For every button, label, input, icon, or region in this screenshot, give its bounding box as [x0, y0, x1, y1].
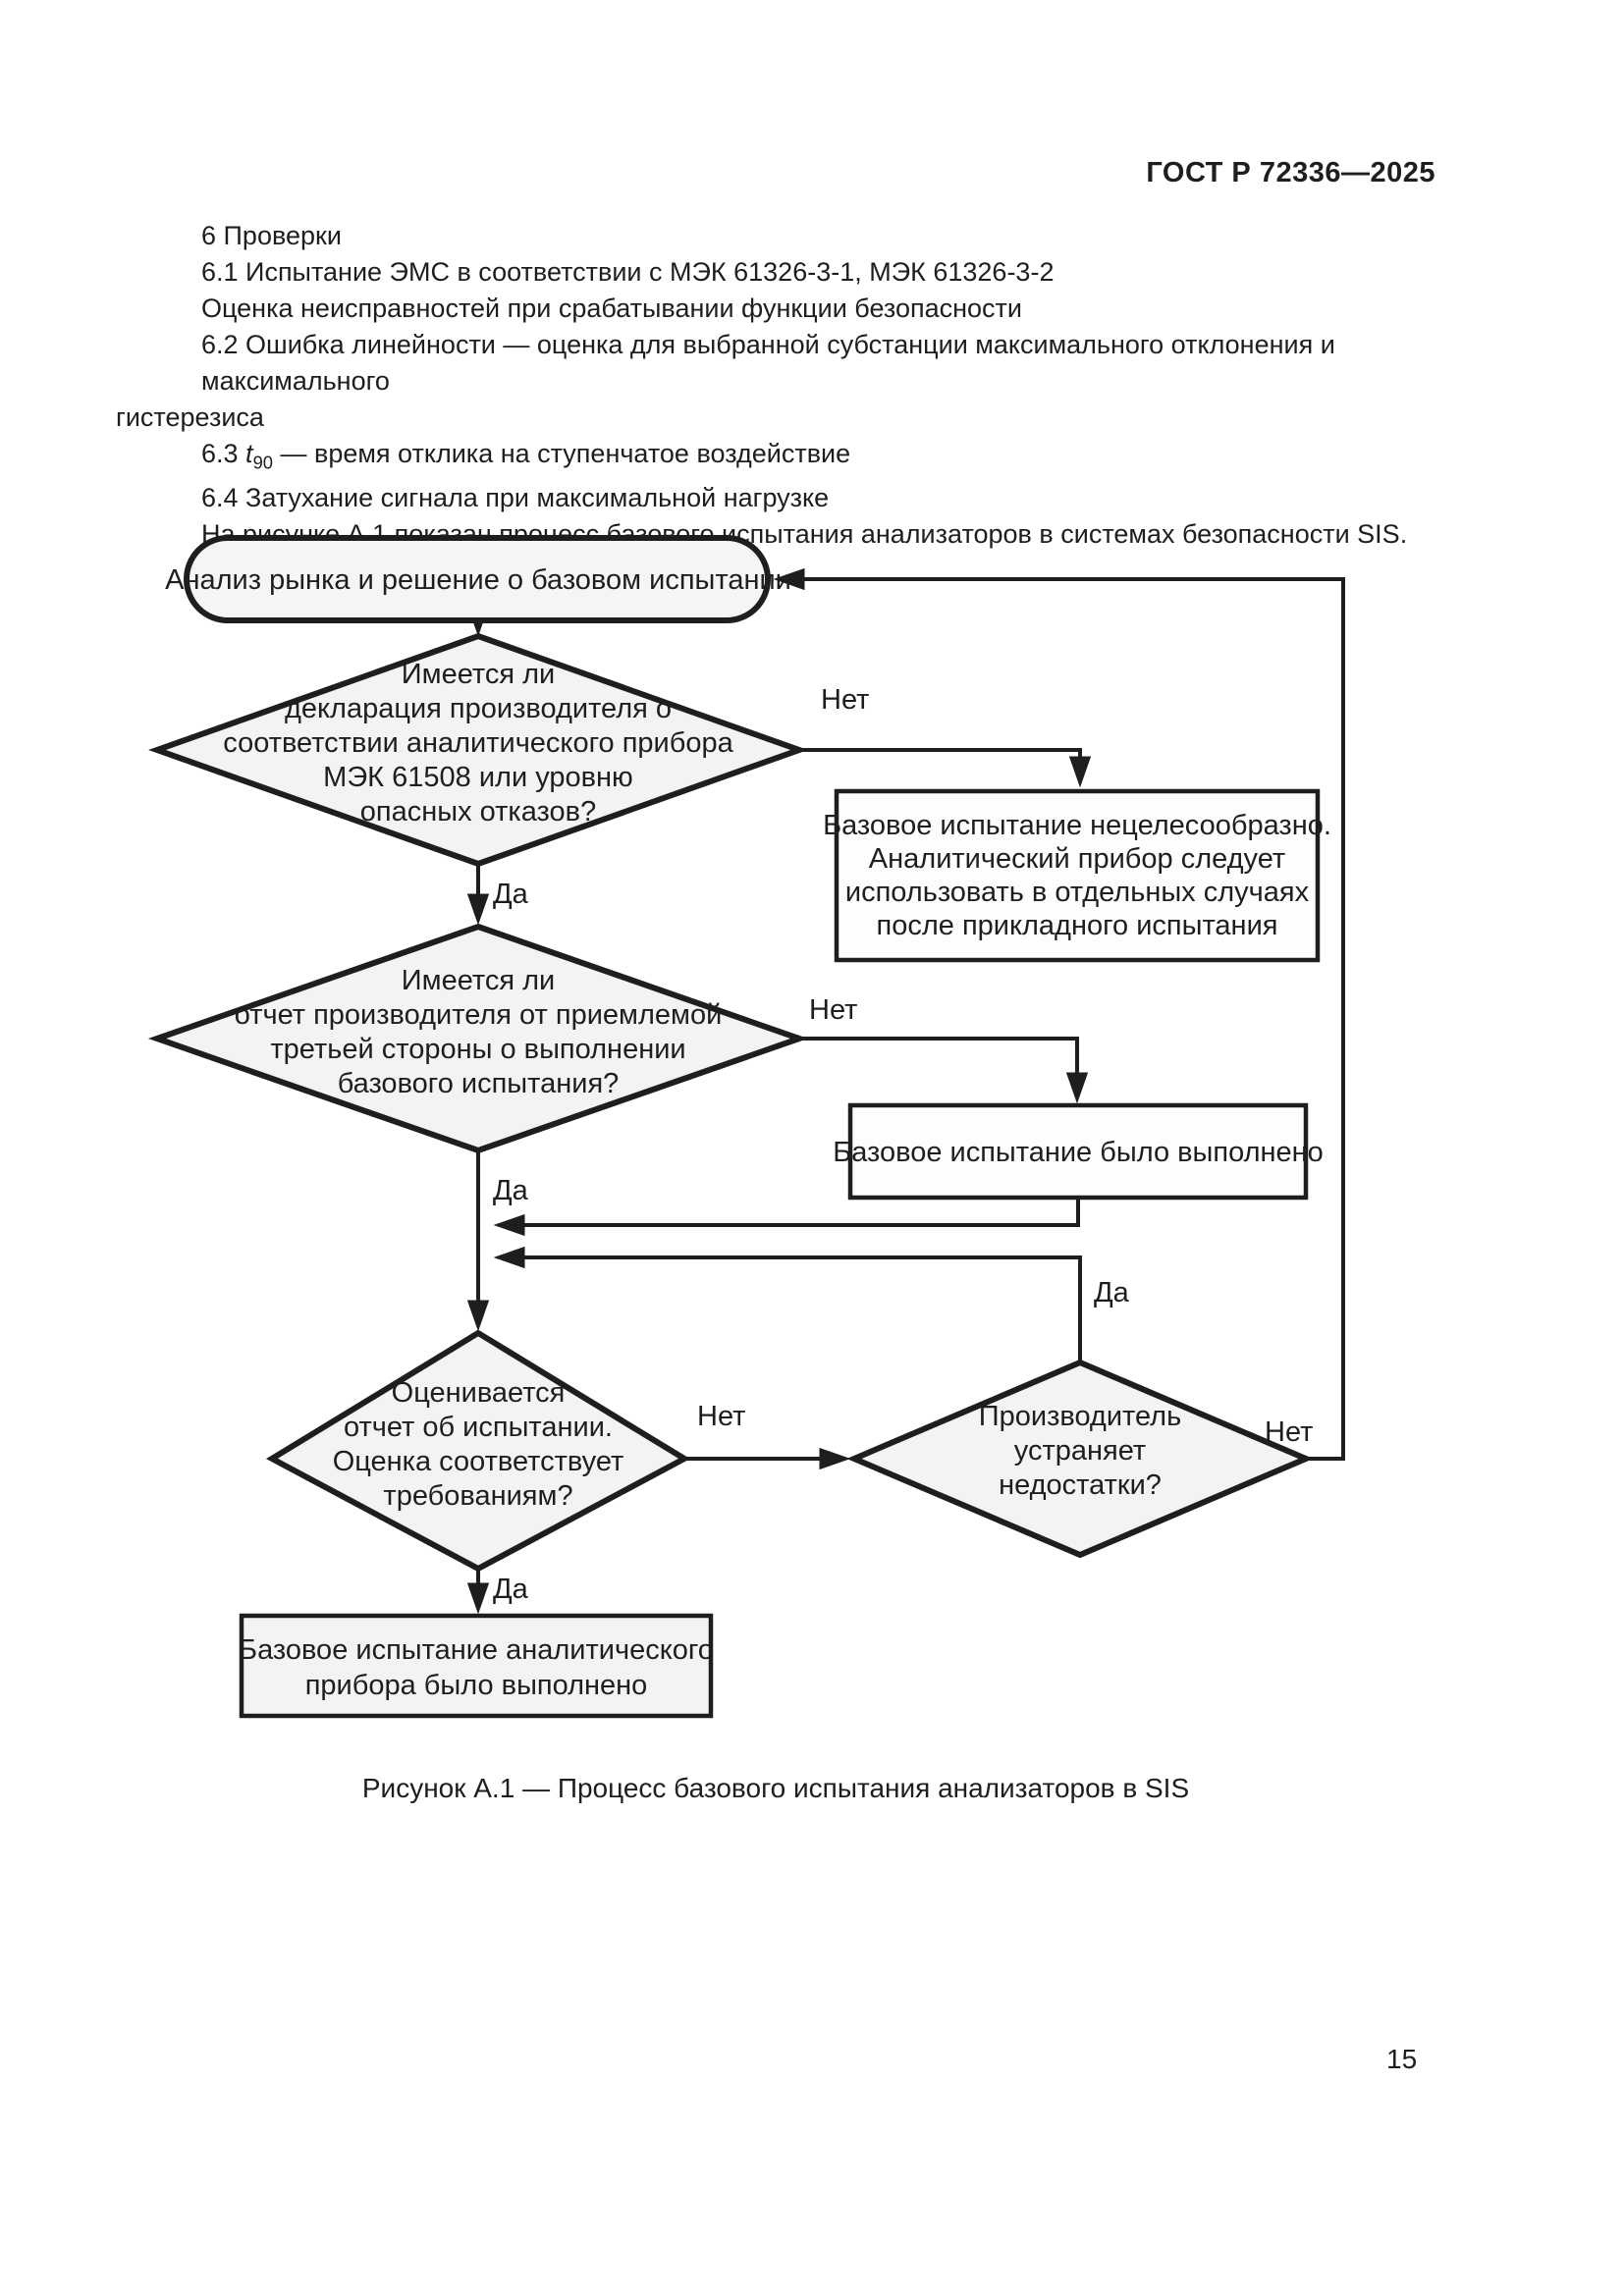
svg-text:отчет производителя от приемле: отчет производителя от приемлемой [235, 999, 723, 1031]
connector-d4-no-feedback [773, 567, 1345, 1461]
page-header: ГОСТ Р 72336—2025 [1146, 157, 1435, 188]
connector-d4-yes-to-axis [493, 1246, 1082, 1361]
svg-text:прибора было выполнено: прибора было выполнено [305, 1670, 648, 1701]
svg-text:Имеется ли: Имеется ли [402, 659, 555, 690]
box-not-expedient: Базовое испытание нецелесообразно. Анали… [823, 788, 1331, 963]
label-no-3: Нет [697, 1401, 745, 1432]
svg-text:Оценивается: Оценивается [392, 1377, 566, 1409]
text-line-t90: 6.3 t90 — время отклика на ступенчатое в… [116, 436, 1490, 480]
connector-d2-no-to-box2 [799, 1037, 1089, 1104]
t90-variable: t [245, 439, 253, 468]
svg-text:опасных отказов?: опасных отказов? [360, 796, 596, 828]
svg-text:использовать в отдельных случа: использовать в отдельных случаях [845, 877, 1310, 908]
svg-text:соответствии аналитического пр: соответствии аналитического прибора [223, 727, 733, 759]
box-test-was-performed: Базовое испытание было выполнено [833, 1102, 1324, 1201]
text-line: 6 Проверки [201, 221, 342, 250]
svg-text:Базовое испытание было выполне: Базовое испытание было выполнено [833, 1137, 1324, 1168]
svg-text:третьей стороны о выполнении: третьей стороны о выполнении [270, 1034, 685, 1065]
svg-text:Базовое испытание аналитическо: Базовое испытание аналитического [239, 1634, 714, 1666]
svg-text:устраняет: устраняет [1014, 1435, 1146, 1467]
t90-prefix: 6.3 [201, 439, 246, 468]
page-number: 15 [1386, 2044, 1418, 2074]
label-yes-3: Да [493, 1574, 529, 1605]
svg-text:недостатки?: недостатки? [999, 1469, 1162, 1501]
svg-text:Базовое испытание нецелесообра: Базовое испытание нецелесообразно. [823, 810, 1331, 841]
start-terminator: Анализ рынка и решение о базовом испытан… [165, 535, 791, 623]
section-text: 6 Проверки 6.1 Испытание ЭМС в соответст… [116, 218, 1490, 553]
svg-text:Аналитический прибор следует: Аналитический прибор следует [869, 843, 1285, 875]
decision-declaration: Имеется ли декларация производителя о со… [148, 632, 808, 868]
svg-text:Имеется ли: Имеется ли [402, 965, 555, 996]
text-line: 6.1 Испытание ЭМС в соответствии с МЭК 6… [201, 257, 1055, 287]
label-yes-2: Да [493, 1175, 529, 1206]
connector-d1-no-to-box1 [799, 748, 1092, 788]
svg-text:базового испытания?: базового испытания? [338, 1068, 620, 1099]
label-no-2: Нет [809, 994, 857, 1026]
t90-rest: — время отклика на ступенчатое воздейств… [272, 439, 851, 468]
label-no-1: Нет [821, 684, 869, 716]
t90-subscript: 90 [252, 452, 273, 473]
text-line: Оценка неисправностей при срабатывании ф… [201, 294, 1022, 323]
svg-text:после прикладного испытания: после прикладного испытания [877, 910, 1278, 941]
svg-text:требованиям?: требованиям? [383, 1480, 572, 1512]
figure-caption: Рисунок А.1 — Процесс базового испытания… [361, 1773, 1190, 1803]
box-analyzer-test-performed: Базовое испытание аналитического прибора… [239, 1613, 714, 1719]
svg-text:МЭК 61508 или уровню: МЭК 61508 или уровню [323, 762, 633, 793]
decision-manufacturer-fixes: Производитель устраняет недостатки? [846, 1359, 1314, 1559]
svg-text:отчет об испытании.: отчет об испытании. [344, 1412, 613, 1443]
connector-box2-to-axis [493, 1198, 1080, 1237]
decision-third-party-report: Имеется ли отчет производителя от приемл… [147, 923, 809, 1154]
start-terminator-label: Анализ рынка и решение о базовом испытан… [165, 564, 791, 596]
text-line: 6.2 Ошибка линейности — оценка для выбра… [201, 330, 1335, 396]
label-yes-4: Да [1094, 1277, 1130, 1308]
text-line: гистерезиса [116, 402, 264, 432]
label-yes-1: Да [493, 879, 529, 910]
decision-report-evaluation: Оценивается отчет об испытании. Оценка с… [265, 1329, 691, 1573]
svg-text:Производитель: Производитель [979, 1401, 1181, 1432]
label-no-4: Нет [1265, 1416, 1313, 1448]
svg-text:Оценка соответствует: Оценка соответствует [333, 1446, 624, 1477]
text-line: 6.4 Затухание сигнала при максимальной н… [201, 483, 830, 513]
svg-text:декларация производителя о: декларация производителя о [285, 693, 672, 724]
